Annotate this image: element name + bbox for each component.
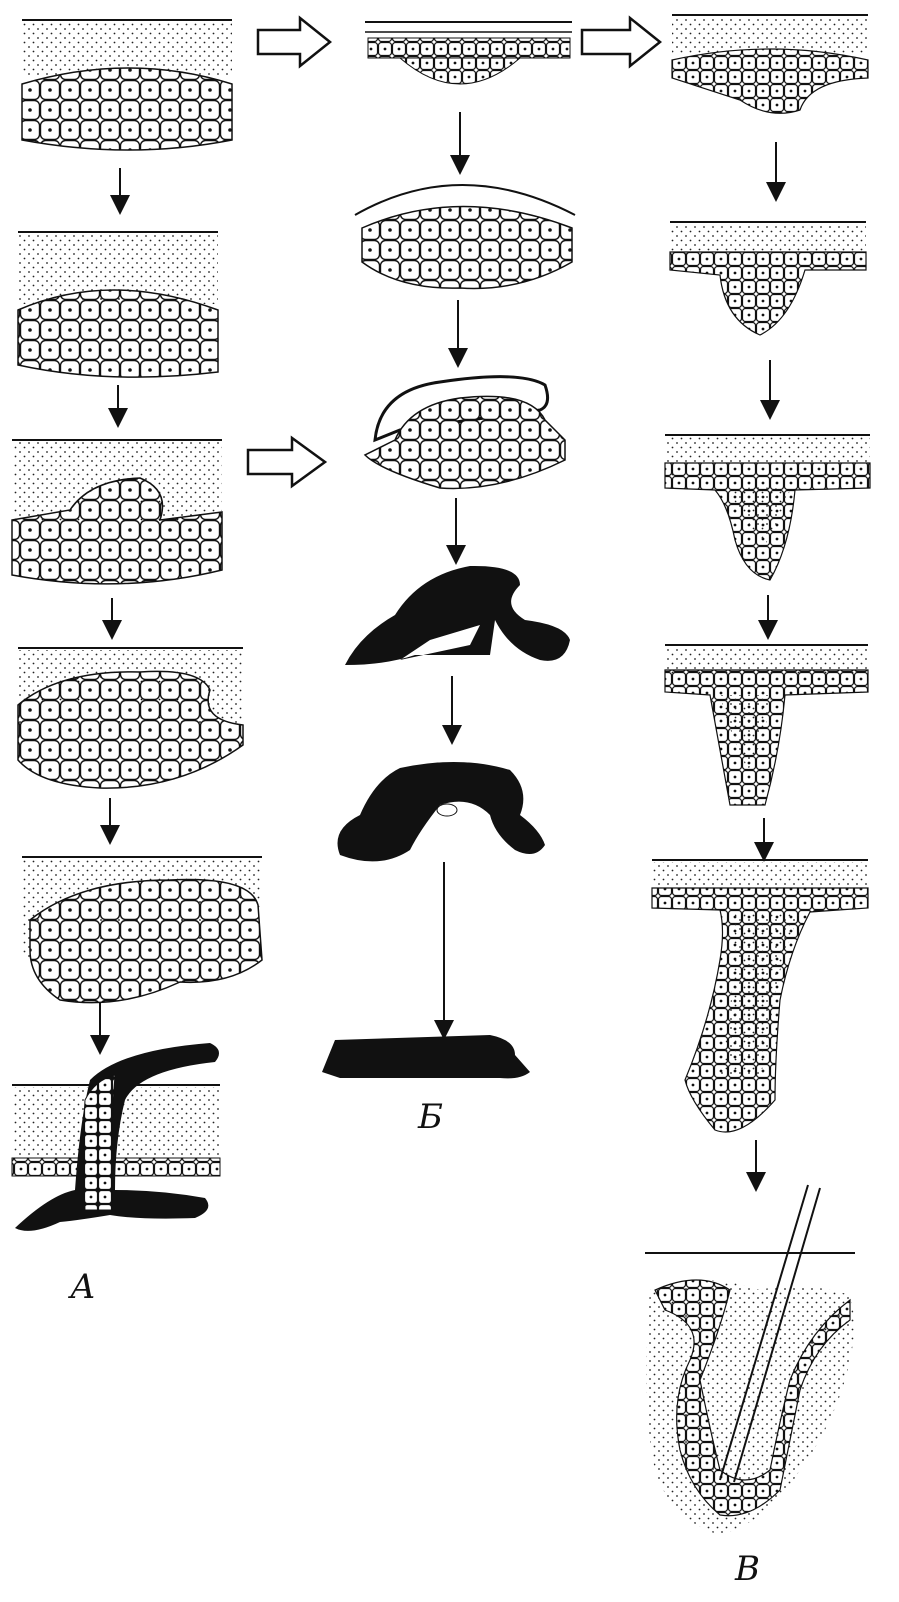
stage-v4 [665, 645, 868, 805]
stage-v5 [652, 860, 868, 1132]
stage-b4 [345, 566, 570, 665]
stage-a6 [12, 1043, 220, 1231]
stage-a2 [18, 232, 218, 377]
stage-a3 [12, 440, 222, 584]
stage-a4 [18, 648, 243, 788]
stage-b3 [365, 377, 565, 489]
hollow-arrow-a3-b3 [248, 438, 325, 486]
stage-v1 [672, 15, 868, 113]
stage-b2 [355, 185, 575, 288]
b5-hole [437, 804, 457, 816]
column-b [322, 22, 575, 1078]
stage-b6 [322, 1035, 530, 1078]
panel-label-v: В [735, 1552, 760, 1586]
hollow-arrow-b1-v1 [582, 18, 660, 66]
hollow-arrow-a1-b1 [258, 18, 330, 66]
stage-v3 [665, 435, 870, 580]
column-v [645, 15, 870, 1535]
column-a [12, 20, 262, 1231]
stage-v6 [645, 1185, 855, 1535]
panel-label-a: А [70, 1270, 96, 1304]
stage-a5 [22, 857, 262, 1003]
stage-v2 [670, 222, 866, 335]
stage-a1 [22, 20, 232, 150]
panel-label-b: Б [418, 1100, 443, 1134]
stage-b1 [365, 22, 572, 84]
